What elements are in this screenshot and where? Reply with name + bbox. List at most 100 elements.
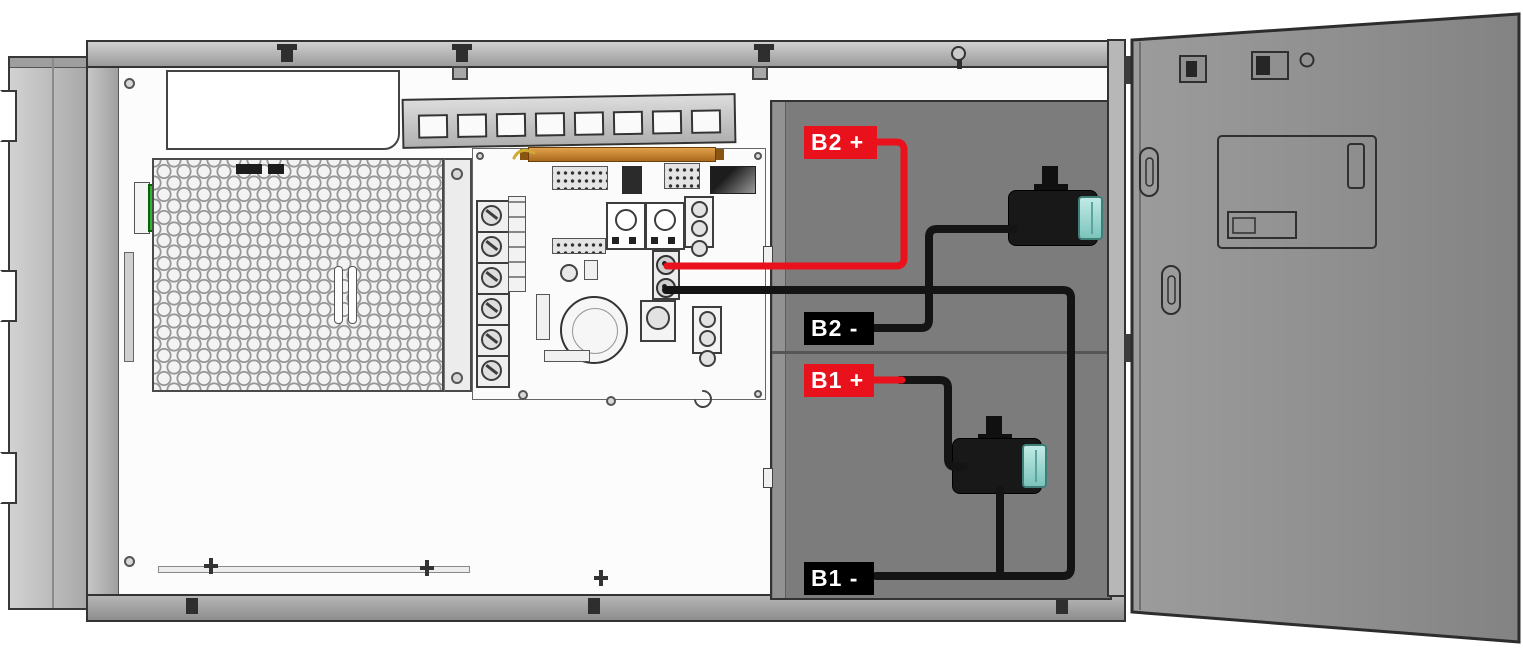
slotted-bracket xyxy=(401,93,737,149)
rack-ear-notch xyxy=(0,90,17,142)
battery-wire-terminal xyxy=(652,250,680,300)
relay xyxy=(606,202,646,250)
bus-bar-end xyxy=(716,149,724,160)
copper-bus-bar xyxy=(528,147,716,162)
bus-bar-end xyxy=(520,149,528,160)
psu-side-strip xyxy=(444,158,472,392)
fuse-holder-fin-base xyxy=(1034,184,1068,193)
floor-screw xyxy=(420,560,434,576)
bolt xyxy=(588,598,600,614)
pin-header xyxy=(664,163,700,189)
vertical-connector xyxy=(508,196,526,292)
bolt xyxy=(1056,598,1068,614)
terminal-screw xyxy=(690,220,708,237)
door-cutout-hole xyxy=(1256,56,1270,75)
rack-ear xyxy=(8,56,90,610)
component xyxy=(584,260,598,280)
door-cutout-hole xyxy=(1186,61,1197,77)
door-frame-outline xyxy=(1217,135,1377,249)
component xyxy=(536,294,550,340)
perforated-psu-cover xyxy=(152,158,444,392)
pcb-screw xyxy=(754,390,762,398)
terminal-screw xyxy=(656,278,676,298)
bracket-slot xyxy=(456,113,488,138)
relay xyxy=(645,202,685,250)
label-b2-negative: B2 - xyxy=(804,312,874,345)
screw-terminal xyxy=(476,355,510,388)
bolt xyxy=(186,598,198,614)
bolt-head xyxy=(754,44,774,50)
rack-ear-notch xyxy=(0,452,17,504)
compartment-tab xyxy=(763,468,773,488)
fuse-holder-fin xyxy=(1042,166,1058,188)
bracket-slot xyxy=(495,112,527,138)
door-slot-inner xyxy=(1167,275,1176,305)
screw xyxy=(451,372,463,384)
pcb-screw xyxy=(754,152,762,160)
door-slot xyxy=(1139,147,1159,197)
compartment-tab xyxy=(763,246,773,266)
bolt xyxy=(456,46,468,62)
terminal-screw xyxy=(698,310,716,328)
component-block xyxy=(640,300,676,342)
screw-terminal xyxy=(476,231,510,264)
mount-tab xyxy=(752,66,768,80)
bolt-head xyxy=(452,44,472,50)
screw xyxy=(124,78,135,89)
door xyxy=(1107,12,1521,644)
screw xyxy=(518,390,528,400)
floor-screw xyxy=(204,558,218,574)
label-b2-positive: B2 + xyxy=(804,126,877,159)
terminal-screw xyxy=(690,200,708,218)
screw-terminal xyxy=(476,200,510,233)
screw xyxy=(606,396,616,406)
door-panel xyxy=(1130,12,1521,644)
bolt xyxy=(281,46,293,62)
bolt xyxy=(758,46,770,62)
pin-header xyxy=(552,166,608,190)
psu-label-block xyxy=(268,164,284,174)
pcb-screw xyxy=(476,152,484,160)
screw xyxy=(451,168,463,180)
door-cutout xyxy=(1179,55,1207,83)
chassis-top-rail xyxy=(86,40,1126,68)
terminal-screw xyxy=(656,255,676,275)
battery-compartment xyxy=(770,100,1112,600)
rack-ear-fold-line xyxy=(52,58,54,608)
rack-ear-top-band xyxy=(10,58,88,68)
door-slot xyxy=(1161,265,1181,315)
door-slot-inner xyxy=(1145,157,1154,187)
terminal-block xyxy=(692,306,722,367)
psu-vent-slot xyxy=(348,266,357,324)
fuse-window-bottom xyxy=(1022,444,1047,488)
door-hinge xyxy=(1124,334,1134,362)
bolt-head xyxy=(277,44,297,50)
bracket-slot xyxy=(573,111,605,136)
ic-chip xyxy=(622,166,642,194)
inductor xyxy=(560,264,578,282)
label-b1-positive: B1 + xyxy=(804,364,874,397)
door-cutout xyxy=(1251,51,1289,80)
pin-header xyxy=(552,238,606,254)
bracket-slot xyxy=(534,112,566,137)
chassis-left-wall xyxy=(86,44,120,618)
bracket-slot xyxy=(612,110,644,136)
psu-vent-slot xyxy=(334,266,343,324)
recessed-vent-box xyxy=(166,70,400,150)
terminal-screw xyxy=(690,239,708,257)
compartment-seam xyxy=(772,351,1110,354)
label-b1-negative: B1 - xyxy=(804,562,874,595)
keyhole-slot xyxy=(957,59,962,69)
screw xyxy=(124,556,135,567)
screw-terminal xyxy=(476,293,510,326)
bracket-slot xyxy=(651,110,683,135)
mount-tab xyxy=(452,66,468,80)
bracket-slot xyxy=(417,114,449,139)
fuse-window-top xyxy=(1078,196,1103,240)
component-circle xyxy=(646,306,670,330)
din-rail xyxy=(124,252,134,362)
terminal-block xyxy=(684,196,714,257)
dark-module xyxy=(710,166,756,194)
floor-slot xyxy=(158,566,470,573)
